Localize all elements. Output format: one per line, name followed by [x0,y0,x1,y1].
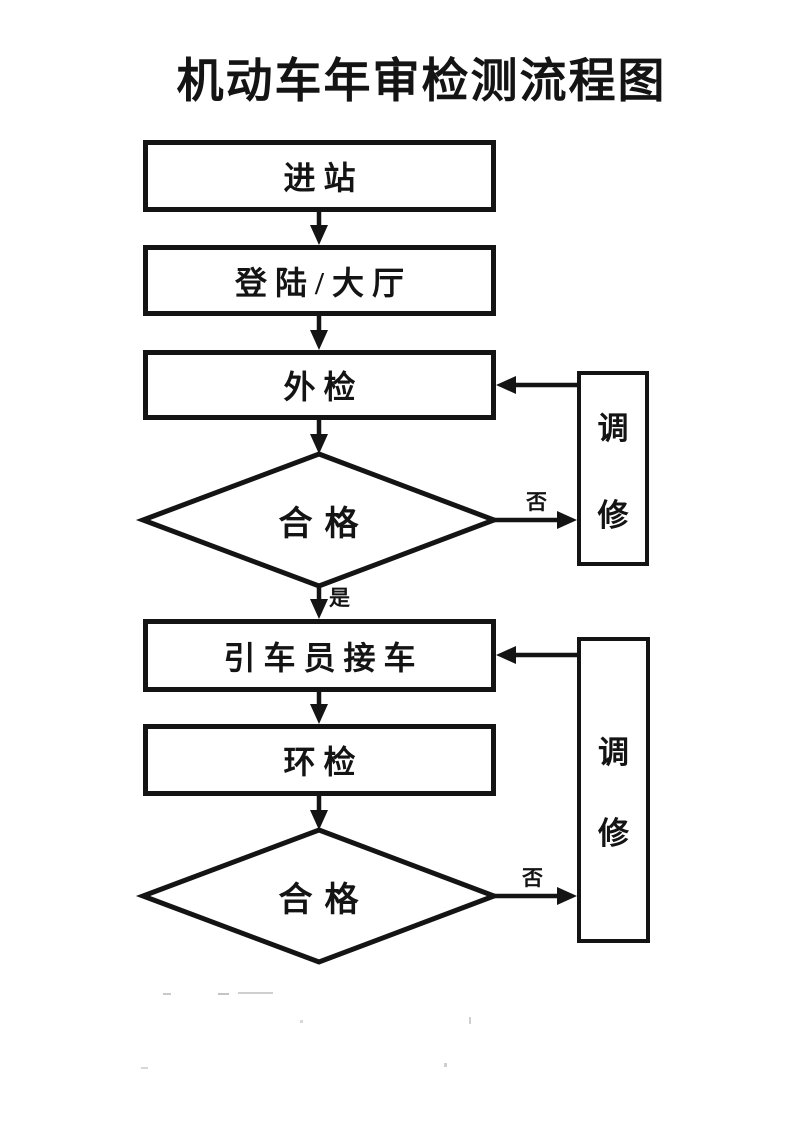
arrow-repair1-to-external [496,376,577,394]
node-repair-1-char-2: 修 [597,497,629,533]
scan-artifact [218,993,229,995]
scan-artifact [163,993,171,995]
node-repair-1: 调 修 [577,371,649,566]
arrow-enter-to-login [310,212,328,245]
node-qualified-2: 合格 [143,830,494,962]
node-login-hall: 登陆/大厅 [143,245,496,316]
decision-diamond-2 [135,827,502,965]
scan-artifact [444,1063,447,1067]
node-qualified-1: 合格 [143,454,494,586]
node-qualified-2-label: 合格 [278,881,371,919]
arrow-login-to-external [310,316,328,350]
arrow-repair2-to-pickup [496,646,577,664]
node-enter-station: 进站 [143,140,496,212]
node-driver-pickup-label: 引车员接车 [223,639,424,676]
arrow-external-to-qualified1 [310,420,328,454]
arrow-pickup-to-environmental [310,692,328,724]
scan-artifact [469,1017,471,1024]
arrow-qualified1-no-to-repair1 [494,511,577,529]
arrow-qualified2-no-to-repair2 [494,887,577,905]
node-repair-2-char-2: 修 [598,816,629,851]
edge-label-no-2: 否 [522,866,543,890]
scan-artifact [300,1020,303,1023]
node-environmental-inspection-label: 环检 [283,744,364,780]
node-login-hall-label: 登陆/大厅 [235,264,412,301]
node-repair-2: 调 修 [577,637,650,943]
node-enter-station-label: 进站 [283,160,364,196]
node-environmental-inspection: 环检 [143,724,496,796]
scan-artifact [141,1067,148,1069]
edge-label-yes-1: 是 [329,586,350,610]
node-repair-1-char-1: 调 [597,410,629,446]
node-repair-2-char-1: 调 [598,735,629,770]
edge-label-no-1: 否 [526,490,547,514]
scan-artifact [238,992,273,994]
arrow-environmental-to-qualified2 [310,796,328,830]
node-qualified-1-label: 合格 [278,505,371,543]
page-title: 机动车年审检测流程图 [176,54,667,107]
node-driver-pickup: 引车员接车 [143,619,496,692]
node-external-inspection-label: 外检 [283,369,364,405]
arrow-qualified1-yes-to-pickup [310,586,328,619]
node-external-inspection: 外检 [143,350,496,420]
